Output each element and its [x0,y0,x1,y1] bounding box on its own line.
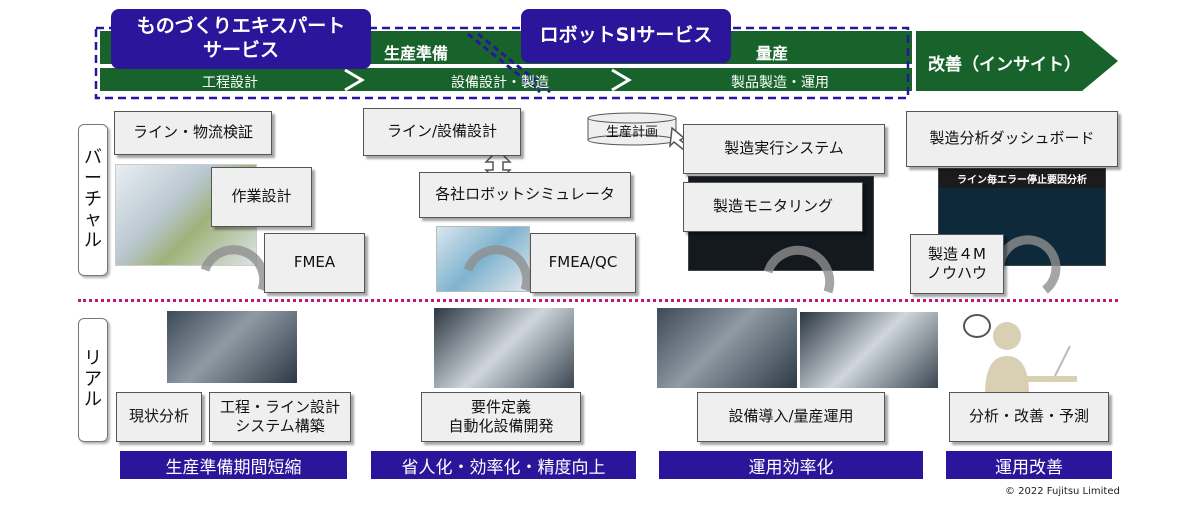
overlap-line [477,32,551,94]
sub-process-design: 工程設計 [202,75,258,91]
cycle-arrow-3 [763,245,835,294]
side-real: リ ア ル [78,318,108,442]
phase-prep: 生産準備 [384,44,449,63]
side-virtual-char: ル [84,230,102,252]
phase-mass: 量産 [756,44,789,63]
requirements-dev: 要件定義 自動化設備開発 [421,392,581,442]
analyst-icon [963,314,1077,394]
line-design-build: 工程・ライン設計 システム構築 [209,392,351,442]
side-virtual-char: バ [84,147,102,169]
work-design: 作業設計 [211,167,312,227]
improve-separator [912,31,916,91]
cycle-arrow-1 [200,245,269,292]
side-real-char: ル [84,389,102,411]
robot-photo-2 [800,312,938,388]
factory-photo-2 [657,308,797,388]
dashboard-screen-title: ライン毎エラー停止要因分析 [939,169,1105,188]
robot-photo-1 [434,308,574,388]
result-prep-shorten: 生産準備期間短縮 [120,451,347,479]
copyright: © 2022 Fujitsu Limited [1005,486,1120,497]
cycle-arrow-2 [463,245,532,292]
fmea-box: FMEA [264,233,365,293]
line-equipment-design: ライン/設備設計 [363,108,521,156]
monitoring-box: 製造モニタリング [683,182,863,232]
side-virtual: バ ー チ ャ ル [78,124,108,276]
robot-simulator: 各社ロボットシミュレータ [419,172,631,218]
side-virtual-char: ー [84,167,102,189]
mes-box: 製造実行システム [683,124,885,174]
fmea-qc-box: FMEA/QC [530,233,636,293]
cycle-arrow-4 [995,235,1061,294]
chevron-right-icon [344,68,365,92]
result-improve: 運用改善 [946,451,1112,479]
side-virtual-char: ャ [84,209,102,231]
result-operation: 運用効率化 [659,451,923,479]
dashboard-screen: ライン毎エラー停止要因分析 [938,168,1106,266]
overlap-line [467,32,541,94]
service-robot-si: ロボットSIサービス [521,9,731,63]
chevron-right-icon [611,68,632,92]
service-expert: ものづくりエキスパート サービス [111,9,371,69]
sub-equipment-design: 設備設計・製造 [451,75,549,91]
production-plan: 生産計画 [605,125,658,140]
know-how-box: 製造４M ノウハウ [910,234,1004,294]
side-real-char: リ [84,347,102,369]
process-arrow-divider [100,64,912,68]
install-operate: 設備導入/量産運用 [697,392,885,442]
dashed-frame [94,26,910,100]
database-icon [587,112,677,146]
sub-production: 製品製造・運用 [731,75,829,91]
line-logistics-verify: ライン・物流検証 [114,111,272,155]
current-analysis: 現状分析 [116,392,202,442]
virtual-real-divider [78,299,1118,302]
dashboard-box: 製造分析ダッシュボード [906,111,1118,167]
side-virtual-char: チ [84,188,102,210]
factory-photo-1 [167,311,297,383]
phase-improve: 改善（インサイト） [928,55,1081,75]
analysis-predict: 分析・改善・予測 [949,392,1109,442]
side-real-char: ア [84,368,102,390]
result-efficiency: 省人化・効率化・精度向上 [371,451,636,479]
